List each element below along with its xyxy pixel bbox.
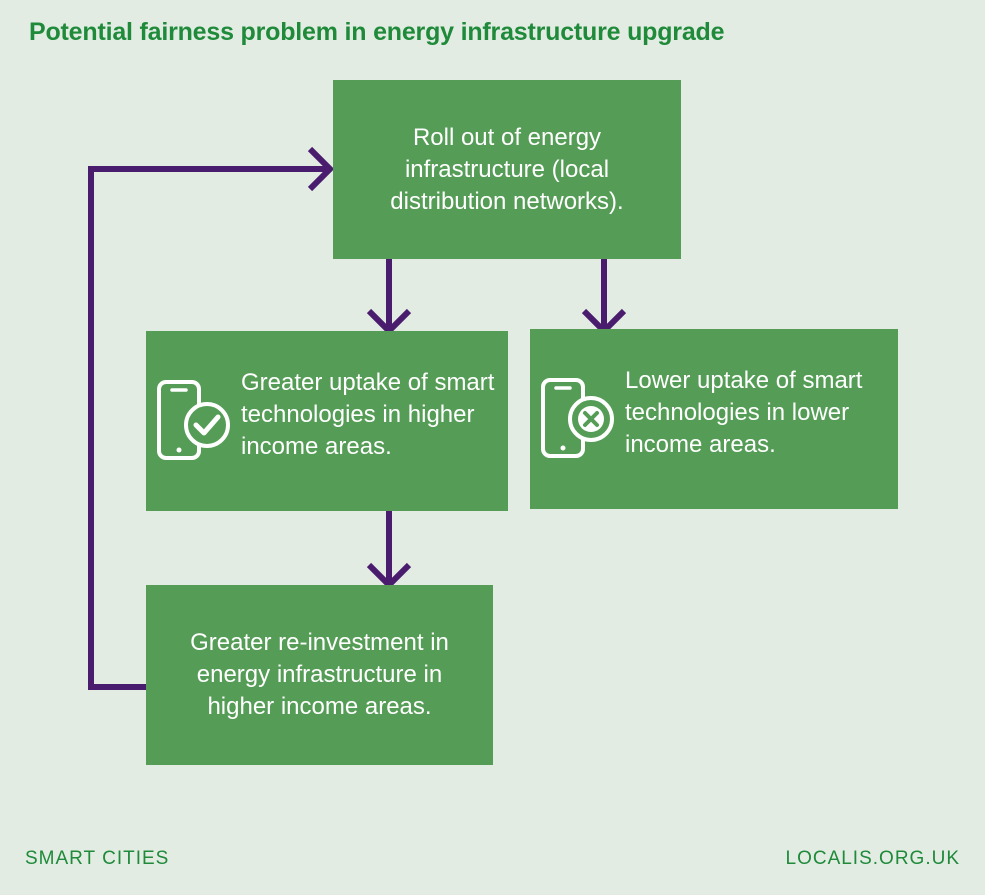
node-lower-uptake: Lower uptake of smart technologies in lo… — [530, 329, 898, 509]
node-reinvestment: Greater re-investment in energy infrastr… — [146, 585, 493, 765]
node-higher-uptake: Greater uptake of smart technologies in … — [146, 331, 508, 511]
phone-check-icon — [157, 380, 230, 460]
feedback-loop-arrowhead — [307, 146, 335, 192]
node-lower-uptake-text: Lower uptake of smart technologies in lo… — [625, 367, 863, 458]
footer-section-label: SMART CITIES — [25, 848, 170, 869]
phone-cross-icon — [541, 378, 614, 458]
diagram-title: Potential fairness problem in energy inf… — [29, 18, 725, 46]
node-reinvestment-text: Greater re-investment in energy infrastr… — [190, 629, 449, 720]
node-rollout-text: Roll out of energy infrastructure (local… — [390, 123, 624, 215]
node-rollout: Roll out of energy infrastructure (local… — [333, 80, 681, 259]
feedback-loop-arrow — [88, 166, 330, 690]
node-higher-uptake-text: Greater uptake of smart technologies in … — [241, 369, 495, 460]
footer-site-link[interactable]: LOCALIS.ORG.UK — [785, 848, 960, 869]
